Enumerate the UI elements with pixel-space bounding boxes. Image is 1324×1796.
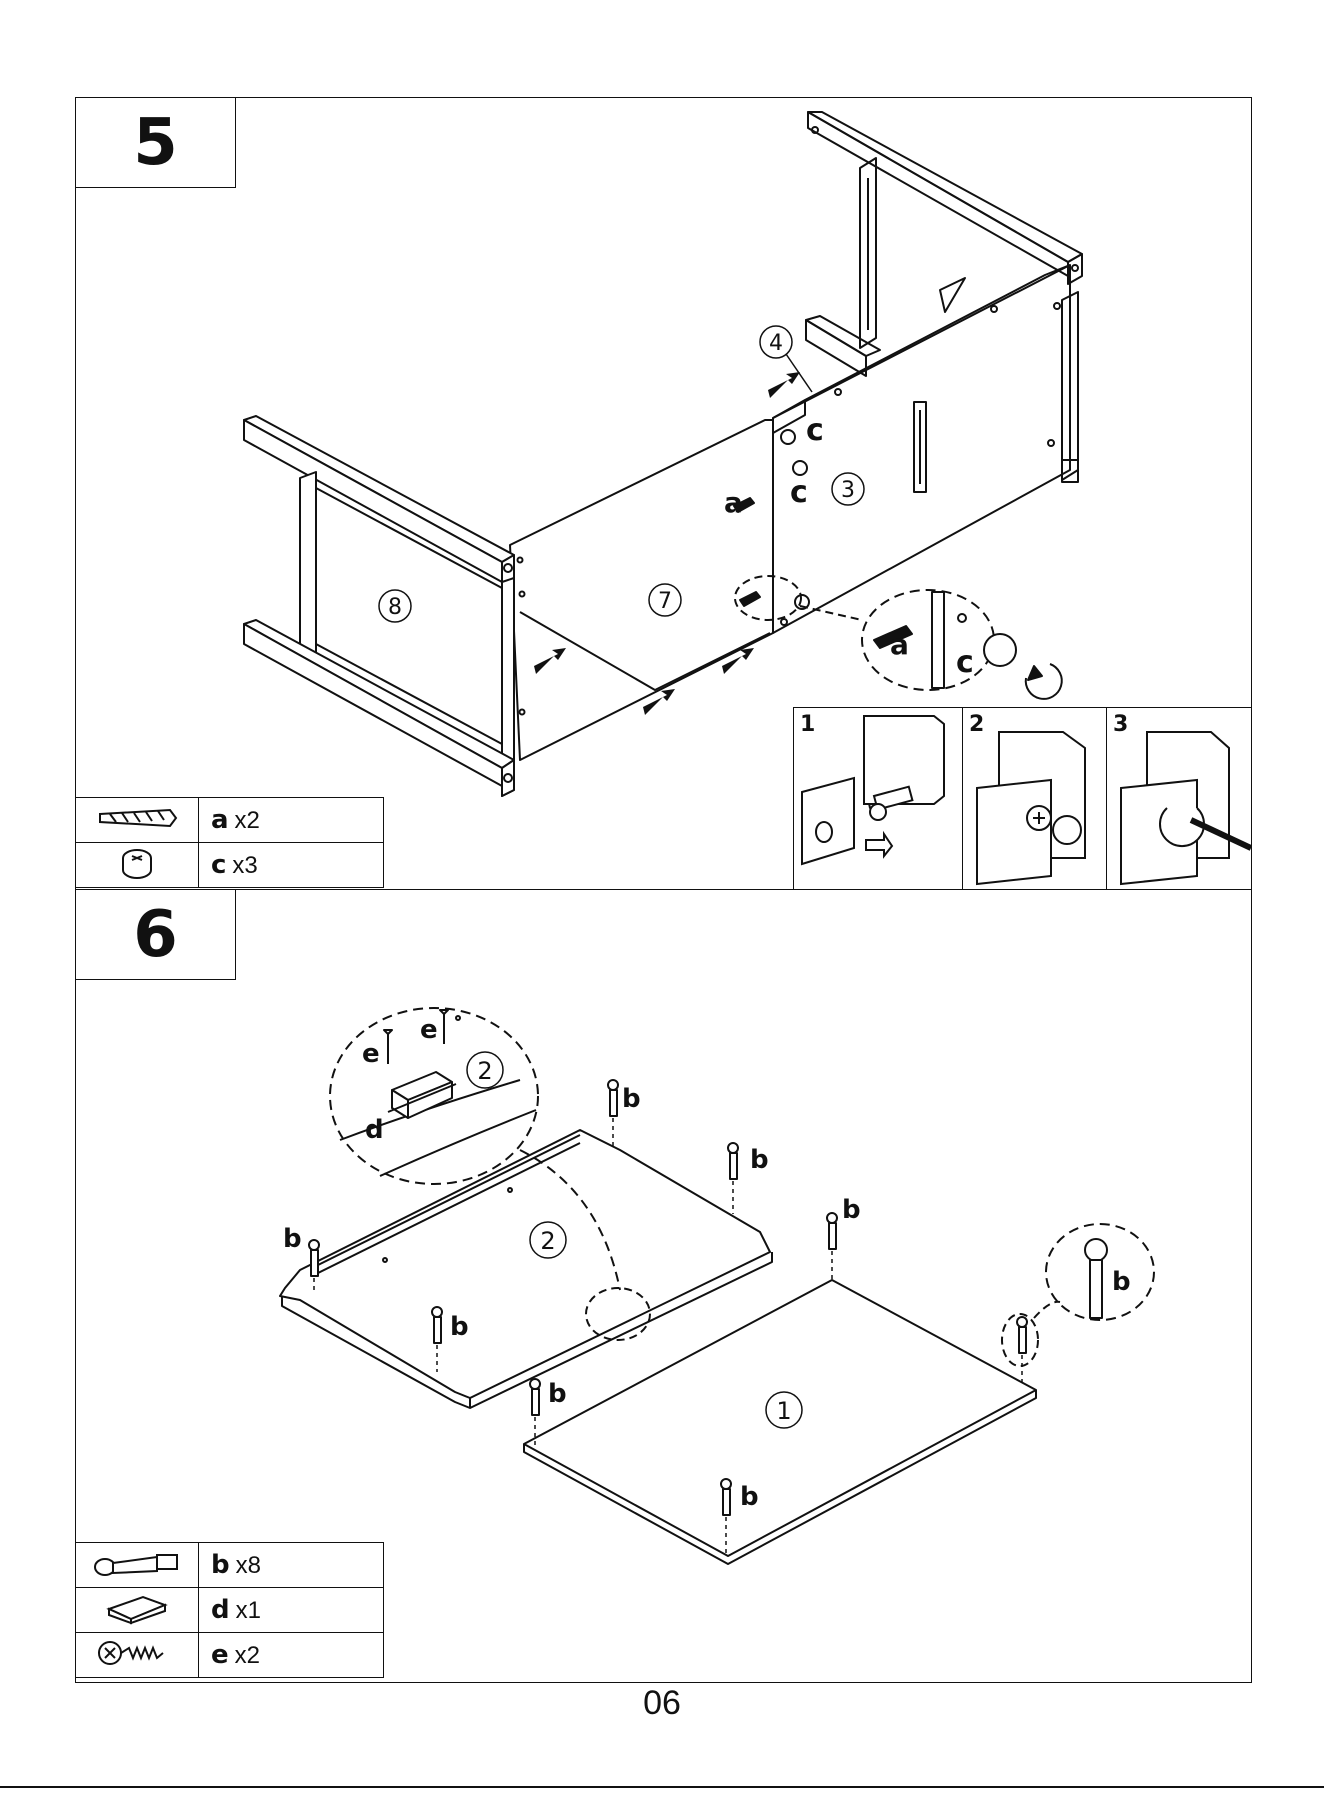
substep-3-number: 3 [1113, 712, 1128, 737]
svg-text:2: 2 [477, 1057, 492, 1085]
cam-lock-icon [76, 843, 199, 888]
magnetic-catch-icon [76, 1588, 199, 1633]
callout-bolt-b: b [283, 1224, 302, 1254]
callout-bolt-b: b [548, 1379, 567, 1409]
svg-text:1: 1 [776, 1397, 791, 1425]
bottom-rule [0, 1786, 1324, 1788]
page-number: 06 [0, 1684, 1324, 1723]
side-panel-8 [244, 416, 525, 796]
panel-label-4: 4 [760, 326, 812, 392]
back-panel-7 [510, 420, 773, 760]
callout-cam-c-detail: c [956, 645, 974, 680]
callout-magnet-d: d [365, 1115, 384, 1145]
callout-bolt-b: b [842, 1195, 861, 1225]
callout-cam-c-top: c [806, 413, 824, 448]
side-panel-3 [773, 112, 1082, 633]
callout-screw-e: e [420, 1015, 438, 1045]
callout-bolt-b: b [740, 1482, 759, 1512]
substep-1-panel: 1 [793, 707, 963, 890]
cam-bolt-icon [76, 1543, 199, 1588]
step-6-number: 6 [133, 898, 178, 972]
svg-text:4: 4 [769, 331, 783, 356]
substep-2-illustration [963, 708, 1106, 888]
svg-text:2: 2 [540, 1227, 555, 1255]
substep-3-illustration [1107, 708, 1251, 888]
panel-label-8: 8 [379, 590, 411, 622]
substep-3-panel: 3 [1106, 707, 1252, 890]
callout-bolt-b: b [750, 1145, 769, 1175]
callout-bolt-b: b [450, 1312, 469, 1342]
callout-screw-e: e [362, 1039, 380, 1069]
callout-dowel-a-detail: a [890, 628, 909, 661]
substep-2-number: 2 [969, 712, 984, 737]
svg-text:7: 7 [658, 589, 672, 614]
substep-1-number: 1 [800, 712, 815, 737]
step-6-number-box: 6 [75, 889, 236, 980]
svg-text:8: 8 [388, 595, 402, 620]
callout-dowel-a: a [724, 486, 743, 519]
callout-bolt-b-detail: b [1112, 1267, 1131, 1297]
callout-bolt-b: b [622, 1084, 641, 1114]
screw-icon [76, 1633, 199, 1678]
substep-2-panel: 2 [962, 707, 1107, 890]
step-5-number-box: 5 [75, 97, 236, 188]
callout-cam-c-middle: c [790, 475, 808, 510]
svg-text:3: 3 [841, 478, 855, 503]
step-5-number: 5 [133, 106, 178, 180]
substep-1-illustration [794, 708, 962, 888]
dowel-icon [76, 798, 199, 843]
